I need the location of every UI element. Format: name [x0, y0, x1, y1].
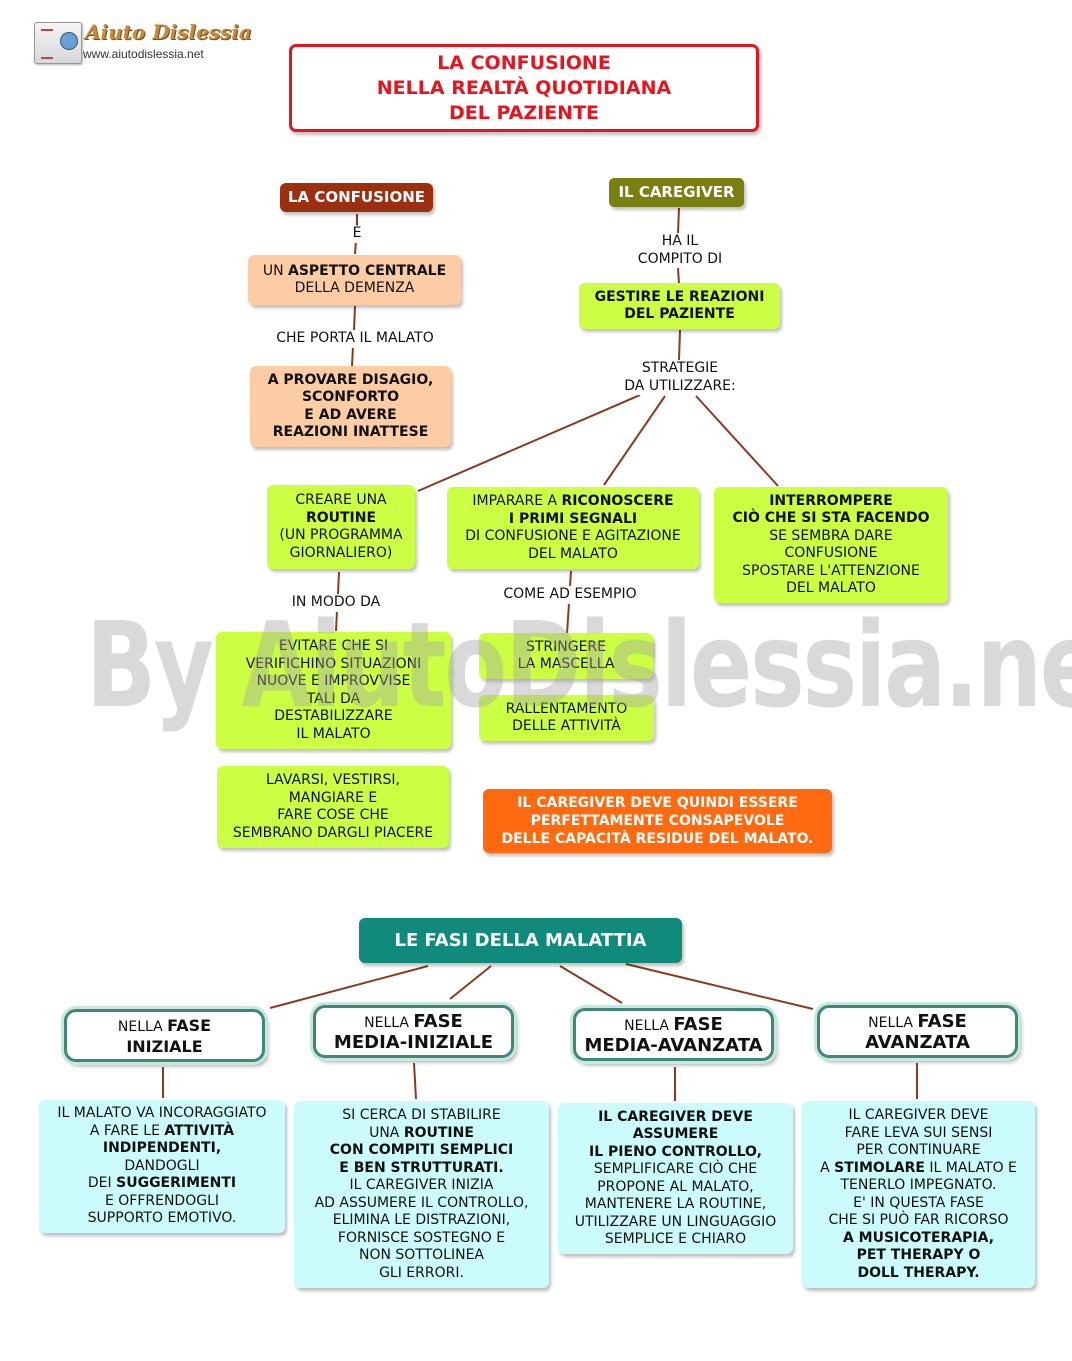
- desc-fase-media-avanzata: IL CAREGIVER DEVE ASSUMERE IL PIENO CONT…: [558, 1103, 793, 1254]
- desc-fase-iniziale: IL MALATO VA INCORAGGIATO A FARE LE ATTI…: [39, 1100, 285, 1233]
- node-aspetto-centrale: UN ASPETTO CENTRALE DELLA DEMENZA: [248, 255, 461, 305]
- node-stringere-mascella: STRINGERE LA MASCELLA: [479, 633, 653, 679]
- link-strategie: STRATEGIE DA UTILIZZARE:: [607, 360, 753, 395]
- phase-avanzata: NELLA FASE AVANZATA: [817, 1005, 1018, 1058]
- node-il-caregiver: IL CAREGIVER: [609, 178, 744, 207]
- node-conclusione: IL CAREGIVER DEVE QUINDI ESSERE PERFETTA…: [483, 789, 832, 853]
- node-la-confusione: LA CONFUSIONE: [280, 183, 433, 212]
- phase-iniziale: NELLA FASE INIZIALE: [64, 1009, 265, 1062]
- phase-media-avanzata: NELLA FASE MEDIA-AVANZATA: [573, 1008, 774, 1061]
- node-disagio: A PROVARE DISAGIO, SCONFORTO E AD AVERE …: [250, 366, 451, 447]
- logo-name: Aiuto Dislessia: [85, 20, 252, 44]
- link-e: È: [345, 225, 369, 243]
- link-come-ad-esempio: COME AD ESEMPIO: [492, 586, 648, 604]
- node-creare-routine: CREARE UNA ROUTINE (UN PROGRAMMA GIORNAL…: [267, 485, 415, 569]
- link-in-modo-da: IN MODO DA: [280, 594, 392, 612]
- desc-fase-media-iniziale: SI CERCA DI STABILIRE UNA ROUTINE CON CO…: [294, 1101, 549, 1288]
- node-fasi-head: LE FASI DELLA MALATTIA: [359, 918, 682, 963]
- link-porta: CHE PORTA IL MALATO: [262, 330, 448, 348]
- node-lavarsi: LAVARSI, VESTIRSI, MANGIARE E FARE COSE …: [217, 766, 449, 848]
- node-gestire-reazioni: GESTIRE LE REAZIONI DEL PAZIENTE: [579, 283, 780, 329]
- link-compito: HA IL COMPITO DI: [625, 233, 735, 268]
- phase-media-iniziale: NELLA FASE MEDIA-INIZIALE: [313, 1005, 514, 1058]
- book-icon: [34, 22, 82, 64]
- node-evitare: EVITARE CHE SI VERIFICHINO SITUAZIONI NU…: [216, 632, 451, 749]
- logo[interactable]: Aiuto Dislessia www.aiutodislessia.net: [31, 20, 252, 64]
- logo-url: www.aiutodislessia.net: [83, 47, 204, 61]
- node-rallentamento: RALLENTAMENTO DELLE ATTIVITÀ: [479, 695, 654, 741]
- node-interrompere: INTERROMPERE CIÒ CHE SI STA FACENDO SE S…: [714, 487, 948, 603]
- desc-fase-avanzata: IL CAREGIVER DEVE FARE LEVA SUI SENSI PE…: [802, 1101, 1035, 1288]
- node-riconoscere-segnali: IMPARARE A RICONOSCERE I PRIMI SEGNALI D…: [447, 487, 699, 569]
- page-title: LA CONFUSIONE NELLA REALTÀ QUOTIDIANA DE…: [289, 44, 759, 132]
